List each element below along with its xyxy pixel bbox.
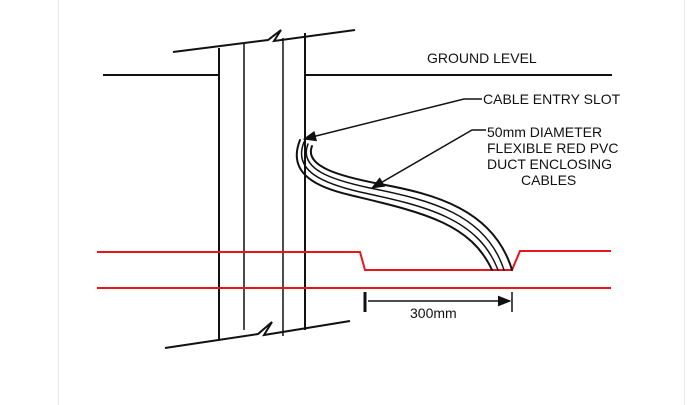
duct-label-line-2: FLEXIBLE RED PVC [487, 140, 619, 156]
duct-leader [370, 129, 486, 189]
dimension-label: 300mm [410, 305, 457, 321]
cable-entry-slot-leader [302, 98, 482, 142]
dimension-line [363, 292, 513, 312]
pole-post [164, 29, 356, 349]
bottom-break-line [164, 320, 351, 349]
duct-label-line-1: 50mm DIAMETER [487, 124, 602, 140]
top-break-line [172, 29, 356, 53]
frame-edge-right [684, 0, 685, 405]
trench-upper-line [97, 250, 611, 271]
frame-edge-left [58, 0, 59, 405]
flexible-duct [295, 139, 513, 271]
duct-label-line-4: CABLES [521, 172, 576, 188]
cable-entry-slot-label: CABLE ENTRY SLOT [483, 91, 621, 107]
ground-level-label: GROUND LEVEL [427, 50, 537, 66]
trench-lines [97, 250, 611, 289]
duct-label-line-3: DUCT ENCLOSING [487, 156, 612, 172]
